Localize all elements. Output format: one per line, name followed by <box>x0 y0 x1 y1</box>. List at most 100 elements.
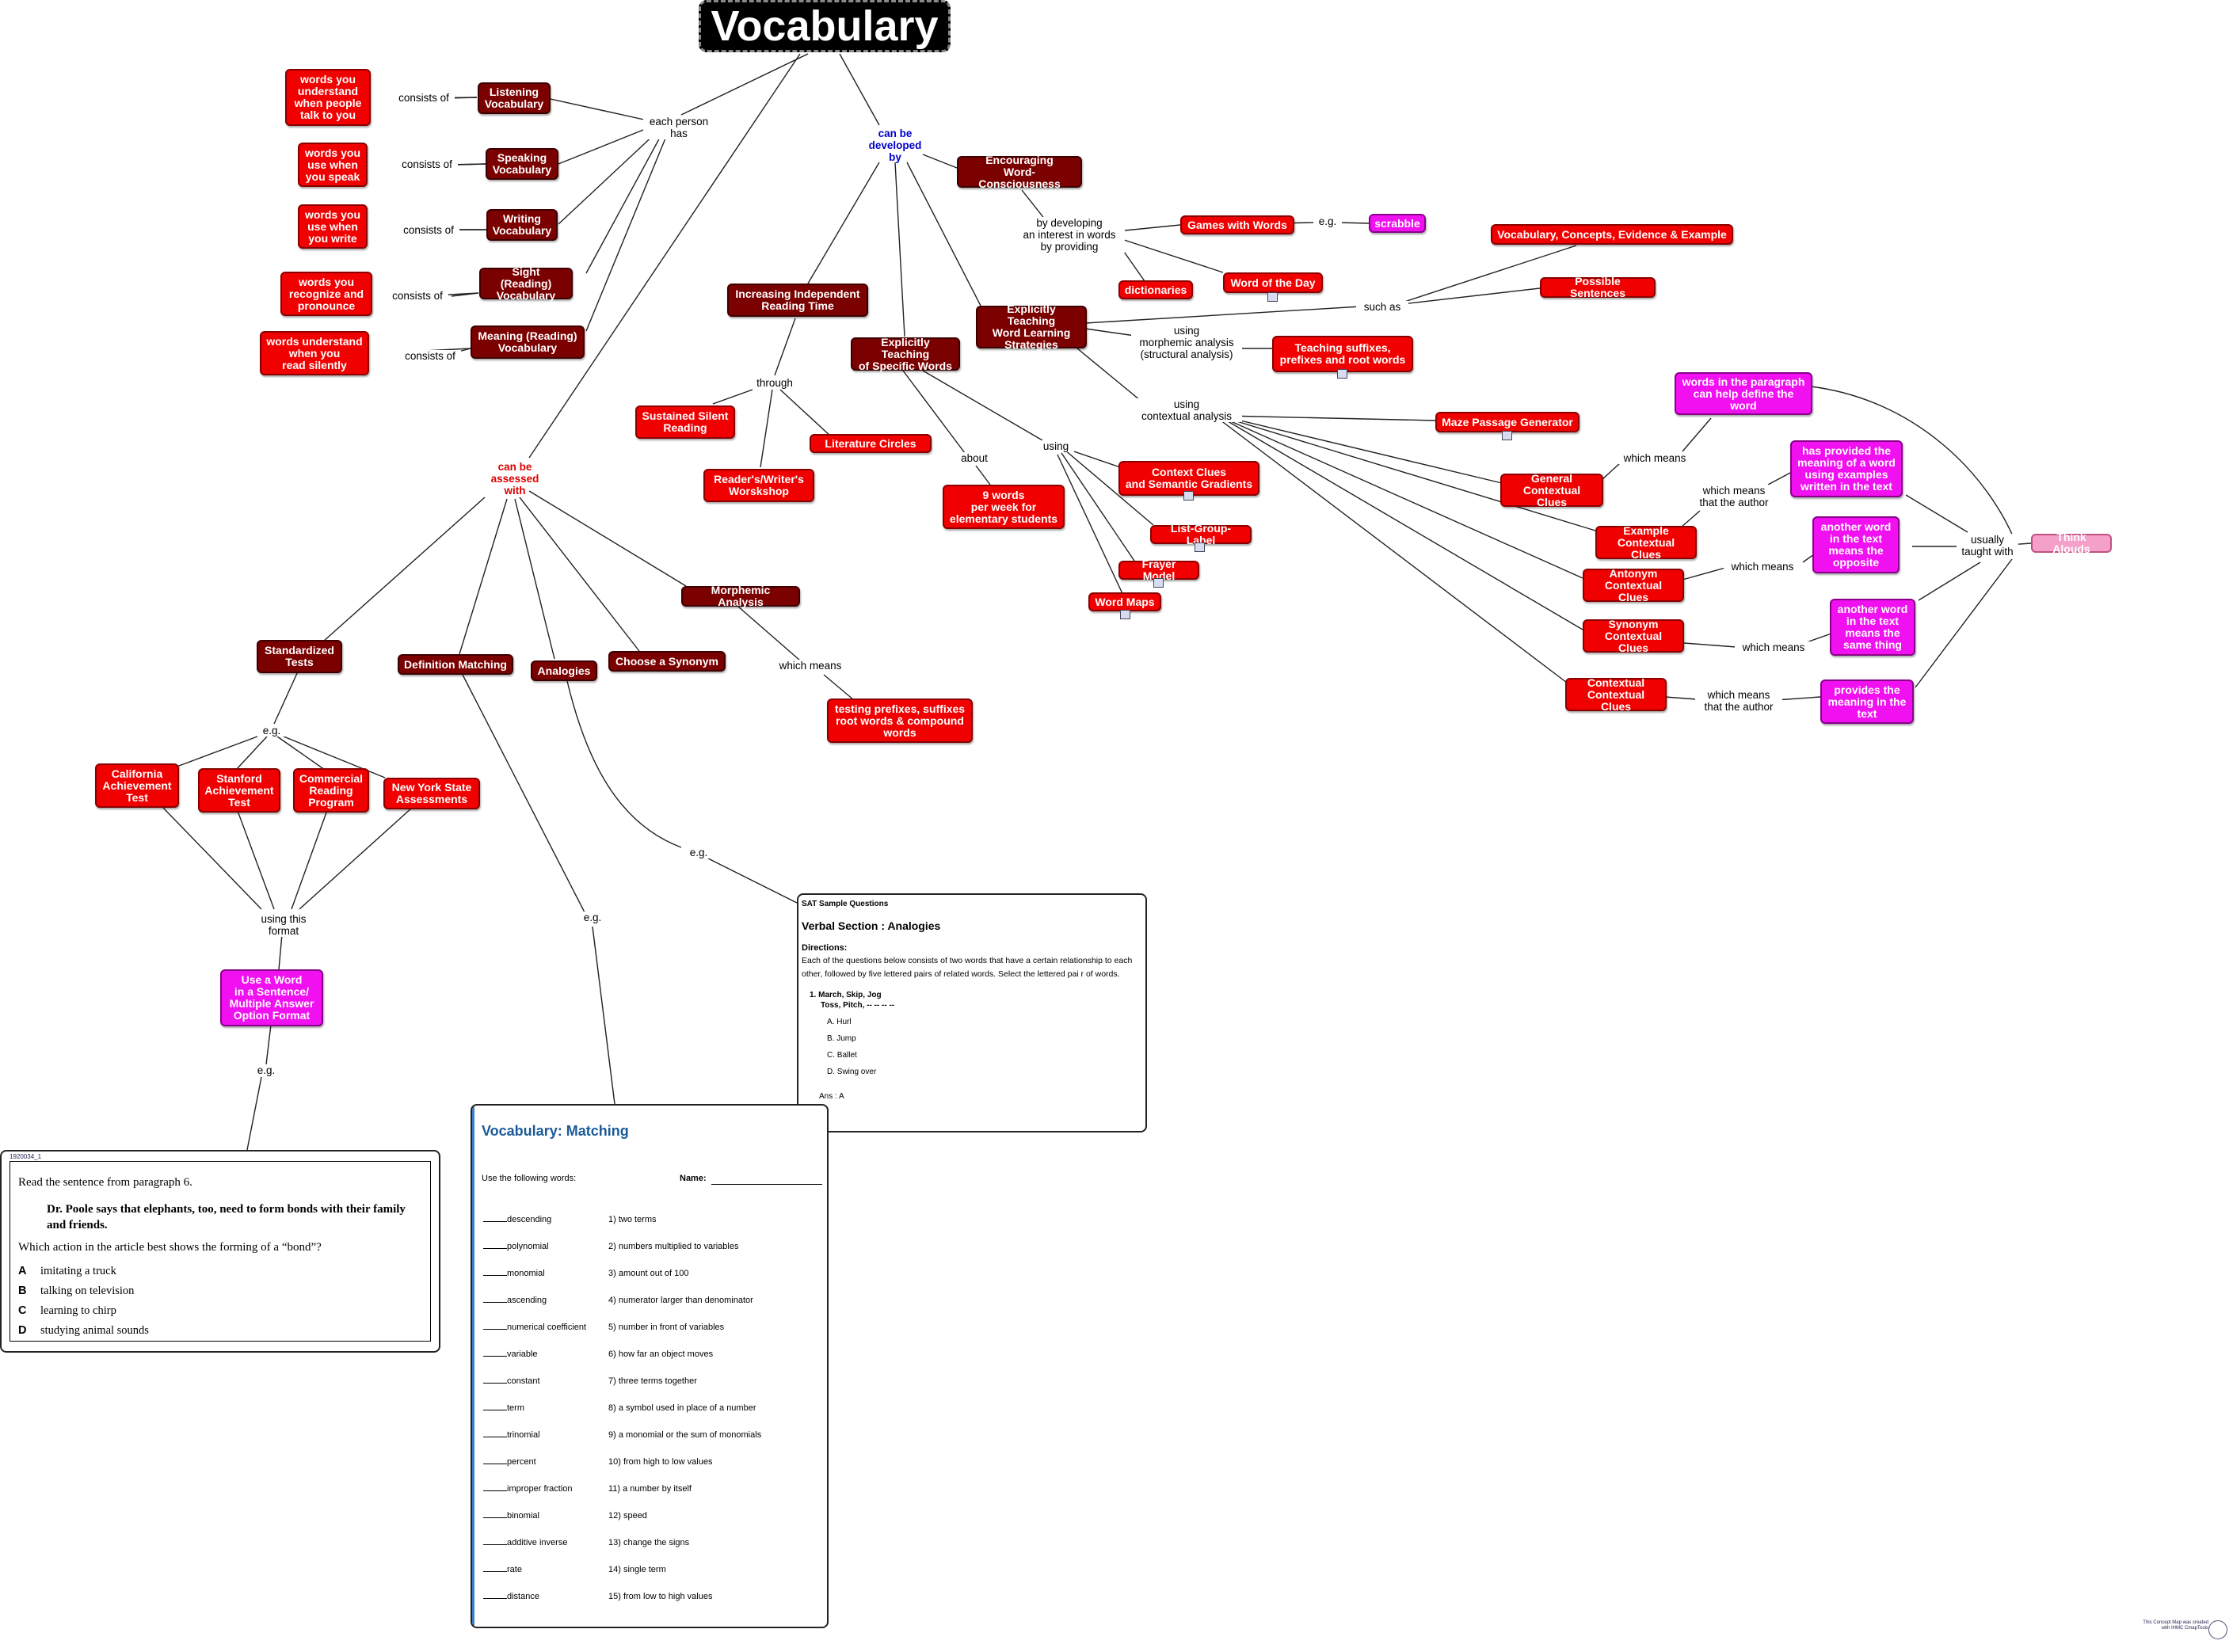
antonym-contextual-clues-node[interactable]: Antonym Contextual Clues <box>1583 567 1684 603</box>
resource-icon[interactable] <box>1183 491 1194 501</box>
scrabble-node[interactable]: scrabble <box>1369 214 1426 233</box>
sat-directions-text: Each of the questions below consists of … <box>802 956 1133 979</box>
recognize-pronounce-node[interactable]: words you recognize and pronounce <box>280 272 372 316</box>
which-means-author-label-2: which means that the author <box>1695 689 1782 713</box>
vcee-node[interactable]: Vocabulary, Concepts, Evidence & Example <box>1491 224 1733 245</box>
worksheet-instruction: Use the following words: <box>482 1174 577 1183</box>
using-morphemic-label: using morphemic analysis (structural ana… <box>1131 325 1242 360</box>
nine-words-node[interactable]: 9 words per week for elementary students <box>943 485 1065 529</box>
testing-prefixes-node[interactable]: testing prefixes, suffixes root words & … <box>827 698 973 743</box>
which-means-label-3: which means <box>1735 641 1812 653</box>
commercial-reading-node[interactable]: Commercial Reading Program <box>293 768 369 813</box>
resource-icon[interactable] <box>1195 542 1205 552</box>
use-write-node[interactable]: words you use when you write <box>298 204 368 249</box>
choose-synonym-node[interactable]: Choose a Synonym <box>608 651 726 672</box>
list-group-label-node[interactable]: List-Group-Label <box>1150 523 1252 546</box>
frayer-model-node[interactable]: Frayer Model <box>1118 558 1199 582</box>
question-text: Which action in the article best shows t… <box>18 1241 322 1254</box>
sat-question: 1. March, Skip, Jog <box>810 991 882 999</box>
context-clues-node[interactable]: Context Clues and Semantic Gradients <box>1118 461 1259 496</box>
using-contextual-label: using contextual analysis <box>1131 398 1242 422</box>
eg-analogies-label: e.g. <box>684 847 713 858</box>
increasing-reading-node[interactable]: Increasing Independent Reading Time <box>727 284 868 317</box>
which-means-label-2: which means <box>1724 561 1801 573</box>
sat-option: C. Ballet <box>827 1051 857 1060</box>
morphemic-analysis-node[interactable]: Morphemic Analysis <box>681 584 800 608</box>
use-a-word-node[interactable]: Use a Word in a Sentence/ Multiple Answe… <box>220 969 323 1026</box>
games-with-words-node[interactable]: Games with Words <box>1180 215 1294 234</box>
sat-question-line2: Toss, Pitch, -- -- -- -- <box>821 1001 895 1010</box>
possible-sentences-node[interactable]: Possible Sentences <box>1540 276 1656 299</box>
reading-question-panel: 1920034_1 Read the sentence from paragra… <box>0 1150 440 1353</box>
word-of-the-day-node[interactable]: Word of the Day <box>1223 272 1323 293</box>
example-contextual-clues-node[interactable]: Example Contextual Clues <box>1595 524 1697 560</box>
vocabulary-matching-worksheet: Vocabulary: Matching Use the following w… <box>471 1104 829 1628</box>
can-be-developed-label: can be developed by <box>868 128 922 163</box>
word-maps-node[interactable]: Word Maps <box>1088 592 1161 611</box>
meaning-vocabulary-node[interactable]: Meaning (Reading) Vocabulary <box>471 325 585 359</box>
use-speak-node[interactable]: words you use when you speak <box>298 143 368 187</box>
understand-talk-node[interactable]: words you understand when people talk to… <box>285 69 371 126</box>
standardized-tests-node[interactable]: Standardized Tests <box>257 640 342 673</box>
by-developing-label: by developing an interest in words by pr… <box>1014 217 1125 253</box>
eg-matching-label: e.g. <box>578 912 607 923</box>
has-provided-node[interactable]: has provided the meaning of a word using… <box>1790 440 1903 497</box>
eg-tests-label: e.g. <box>258 725 285 737</box>
worksheet-name-label: Name: <box>680 1174 707 1183</box>
maze-passage-generator-node[interactable]: Maze Passage Generator <box>1435 412 1579 432</box>
which-means-author-label-1: which means that the author <box>1690 485 1778 508</box>
contextual-contextual-clues-node[interactable]: Contextual Contextual Clues <box>1565 676 1667 712</box>
dictionaries-node[interactable]: dictionaries <box>1118 280 1193 299</box>
sight-vocabulary-node[interactable]: Sight (Reading) Vocabulary <box>479 265 573 301</box>
words-in-paragraph-node[interactable]: words in the paragraph can help define t… <box>1675 372 1812 415</box>
teaching-suffixes-node[interactable]: Teaching suffixes, prefixes and root wor… <box>1272 336 1413 372</box>
provides-meaning-node[interactable]: provides the meaning in the text <box>1820 679 1914 724</box>
explicit-specific-node[interactable]: Explicitly Teaching of Specific Words <box>851 336 960 371</box>
sat-option: A. Hurl <box>827 1018 852 1026</box>
encouraging-word-consciousness-node[interactable]: Encouraging Word-Consciousness <box>957 154 1082 189</box>
resource-icon[interactable] <box>1153 578 1164 588</box>
writing-vocabulary-node[interactable]: Writing Vocabulary <box>486 209 558 241</box>
worksheet-sidebar <box>472 1106 474 1627</box>
cmaptools-logo-icon <box>2208 1620 2227 1639</box>
listening-vocabulary-node[interactable]: Listening Vocabulary <box>478 82 551 114</box>
sat-option: B. Jump <box>827 1034 856 1043</box>
readers-writers-workshop-node[interactable]: Reader's/Writer's Worskshop <box>703 469 814 502</box>
resource-icon[interactable] <box>1120 610 1130 619</box>
which-means-label-1: which means <box>1616 452 1694 464</box>
question-quote: Dr. Poole says that elephants, too, need… <box>47 1203 406 1231</box>
general-contextual-clues-node[interactable]: General Contextual Clues <box>1500 472 1603 508</box>
definition-matching-node[interactable]: Definition Matching <box>398 654 513 675</box>
literature-circles-node[interactable]: Literature Circles <box>810 434 932 453</box>
think-alouds-node[interactable]: Think Alouds <box>2031 531 2112 555</box>
resource-icon[interactable] <box>1267 292 1278 302</box>
another-word-opposite-node[interactable]: another word in the text means the oppos… <box>1812 516 1900 573</box>
question-id-tag: 1920034_1 <box>10 1153 42 1160</box>
speaking-vocabulary-node[interactable]: Speaking Vocabulary <box>486 148 558 180</box>
consists-of-label-3: consists of <box>398 224 459 236</box>
resource-icon[interactable] <box>1337 369 1347 379</box>
understand-silent-node[interactable]: words understand when you read silently <box>260 331 369 375</box>
california-achievement-node[interactable]: California Achievement Test <box>95 763 179 808</box>
stanford-achievement-node[interactable]: Stanford Achievement Test <box>198 768 280 813</box>
another-word-same-node[interactable]: another word in the text means the same … <box>1830 599 1915 656</box>
analogies-node[interactable]: Analogies <box>531 660 597 681</box>
sustained-silent-reading-node[interactable]: Sustained Silent Reading <box>635 405 735 439</box>
explicit-strategies-node[interactable]: Explicitly Teaching Word Learning Strate… <box>976 303 1087 351</box>
synonym-contextual-clues-node[interactable]: Synonym Contextual Clues <box>1583 618 1684 653</box>
resource-icon[interactable] <box>1502 431 1512 440</box>
nys-assessments-node[interactable]: New York State Assessments <box>383 778 480 809</box>
